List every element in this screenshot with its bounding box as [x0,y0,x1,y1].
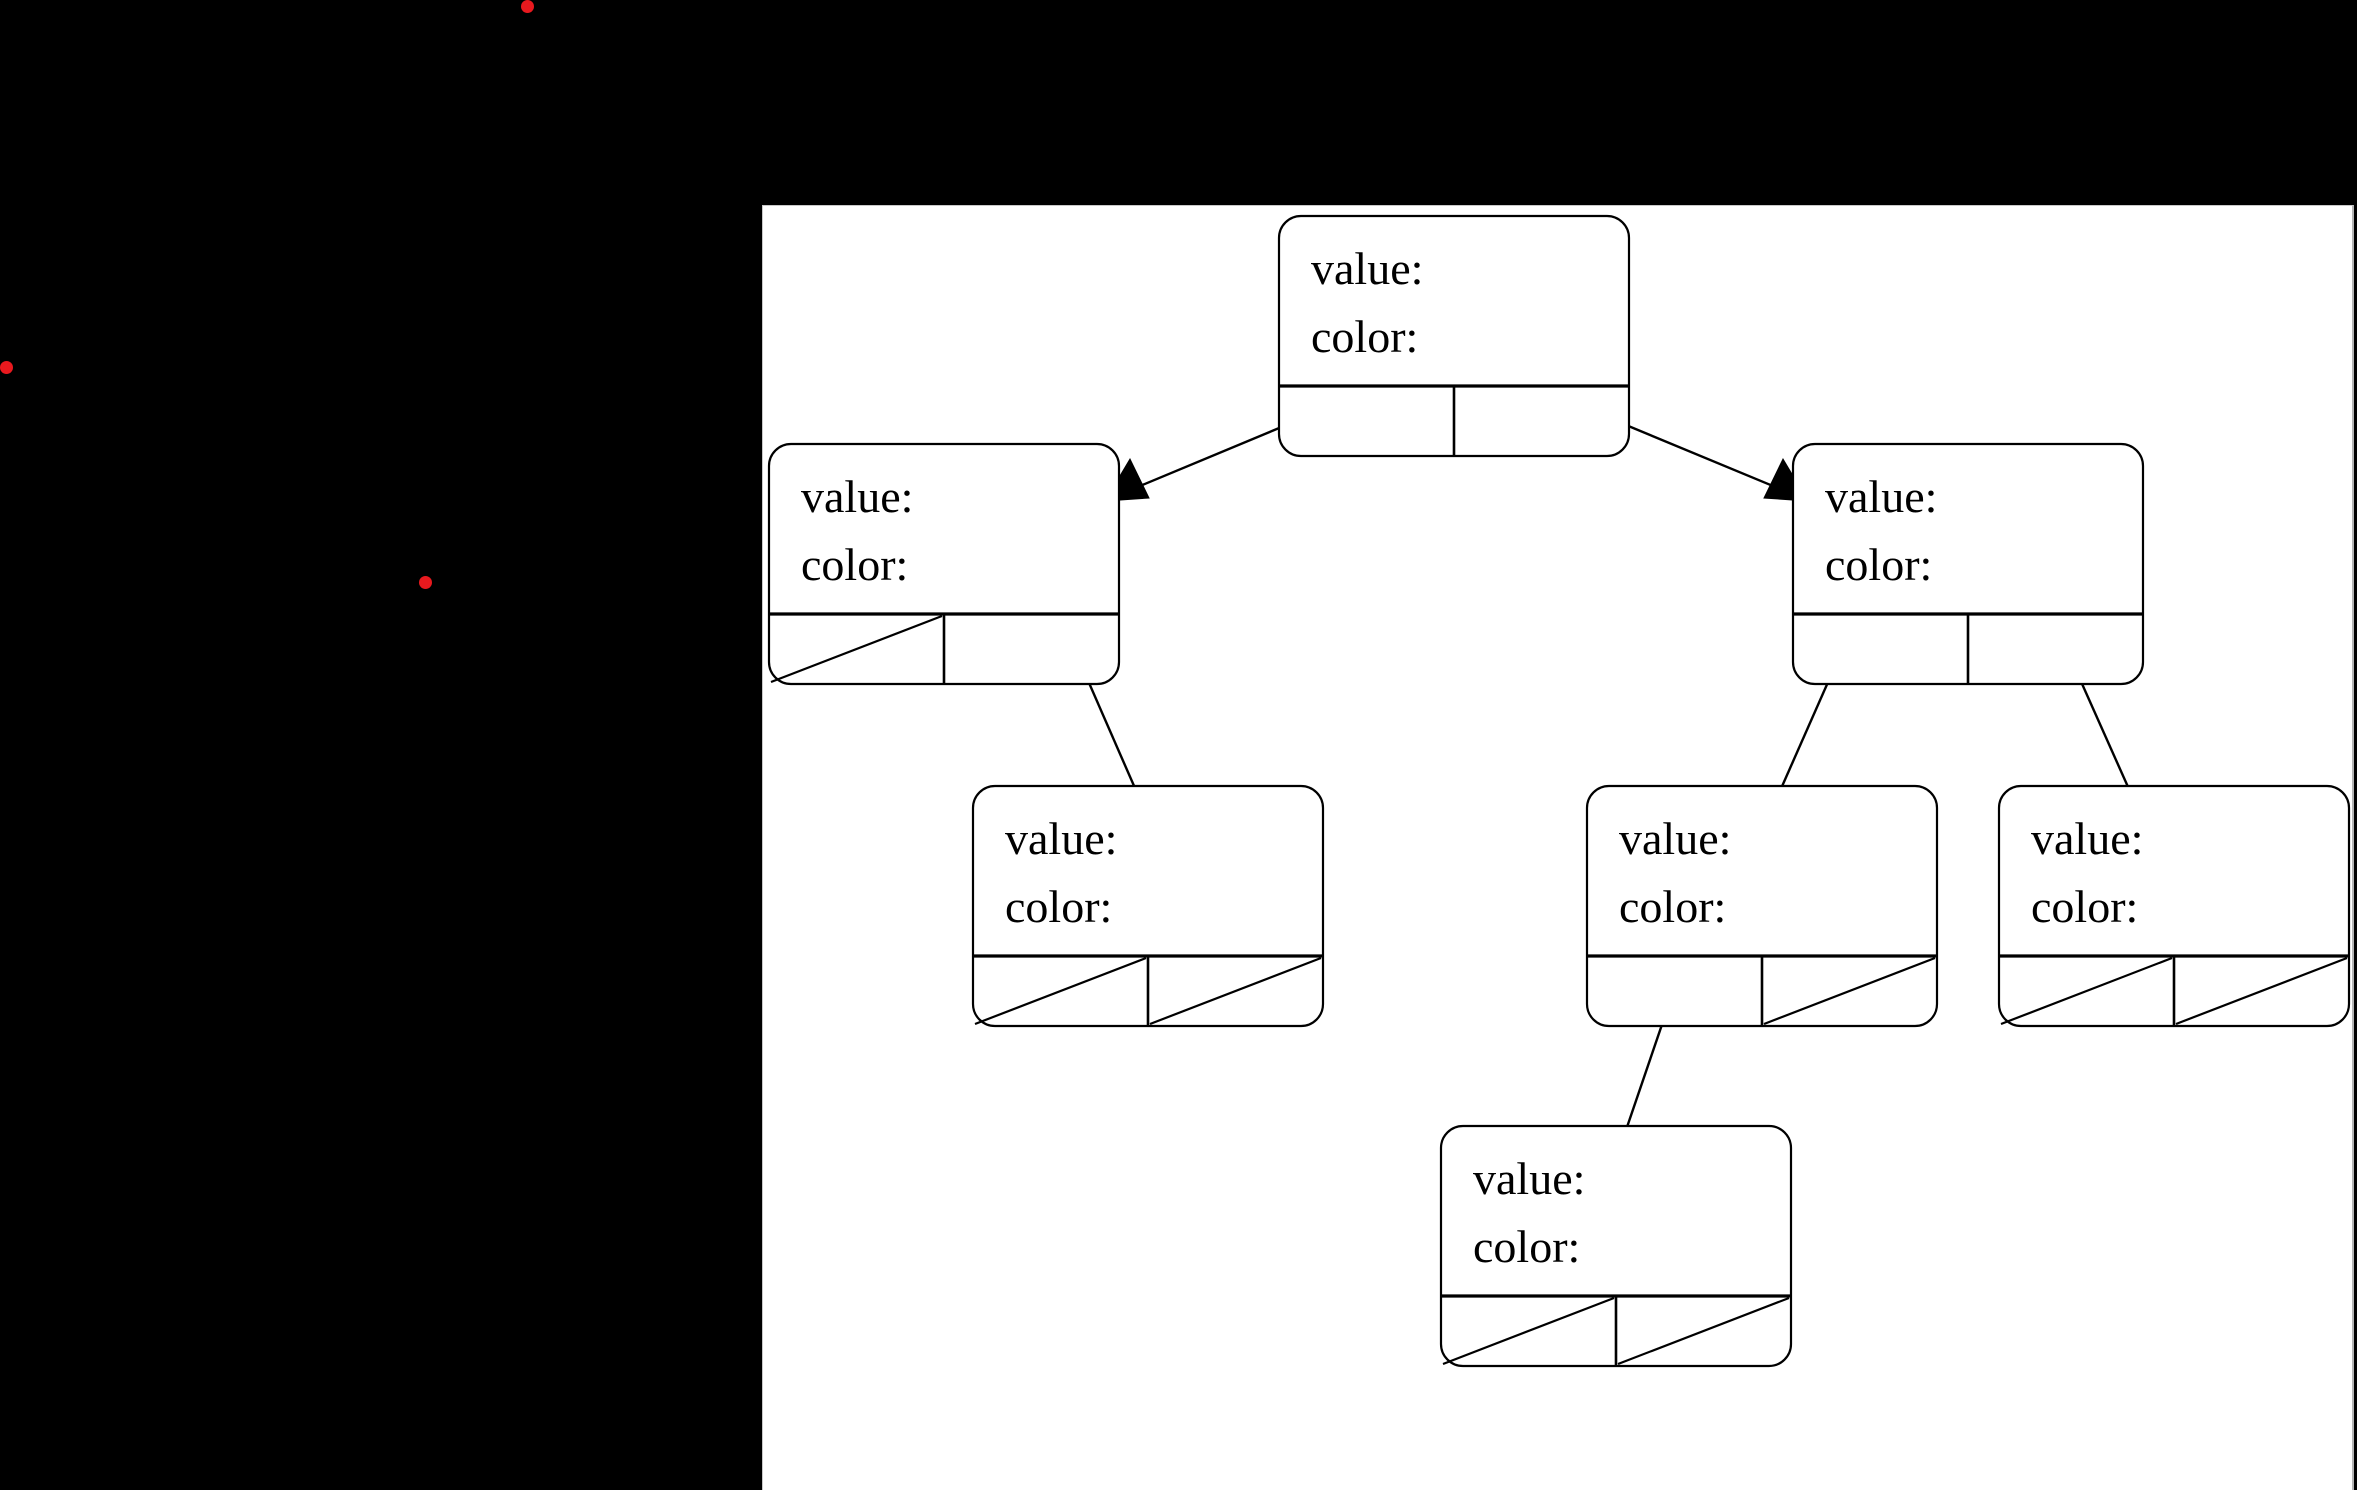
node-left-right-color-label: color: [1005,881,1112,932]
node-left-right-null-left-pointer [974,956,1147,1026]
tree-node-right-left[interactable]: value: color: [1585,784,1939,1028]
node-left-right-null-right-pointer [1149,956,1322,1026]
node-deep-null-right-pointer [1617,1296,1790,1366]
node-left-right-value-label: value: [1005,813,1117,864]
node-root-color-label: color: [1311,311,1418,362]
node-right-right-color-label: color: [2031,881,2138,932]
node-root-value-label: value: [1311,243,1423,294]
node-left-color-label: color: [801,539,908,590]
tree-diagram: value: color: value: color: value: color… [767,214,2351,1368]
node-deep-null-left-pointer [1442,1296,1615,1366]
node-left-null-left-pointer [770,614,943,684]
node-right-color-label: color: [1825,539,1932,590]
cursor-marker-top [521,0,534,13]
node-right-left-value-label: value: [1619,813,1731,864]
cursor-marker-middle [419,576,432,589]
tree-node-root[interactable]: value: color: [1277,214,1631,458]
tree-node-left[interactable]: value: color: [767,442,1121,686]
tree-node-deep[interactable]: value: color: [1439,1124,1793,1368]
node-right-left-color-label: color: [1619,881,1726,932]
node-left-value-label: value: [801,471,913,522]
node-right-left-null-right-pointer [1763,956,1936,1026]
cursor-marker-left [0,361,13,374]
tree-node-right[interactable]: value: color: [1791,442,2145,686]
tree-node-right-right[interactable]: value: color: [1997,784,2351,1028]
node-right-right-null-right-pointer [2175,956,2348,1026]
node-right-value-label: value: [1825,471,1937,522]
node-deep-color-label: color: [1473,1221,1580,1272]
diagram-canvas-panel[interactable]: value: color: value: color: value: color… [762,205,2354,1490]
node-right-right-value-label: value: [2031,813,2143,864]
tree-node-left-right[interactable]: value: color: [971,784,1325,1028]
node-deep-value-label: value: [1473,1153,1585,1204]
node-right-right-null-left-pointer [2000,956,2173,1026]
